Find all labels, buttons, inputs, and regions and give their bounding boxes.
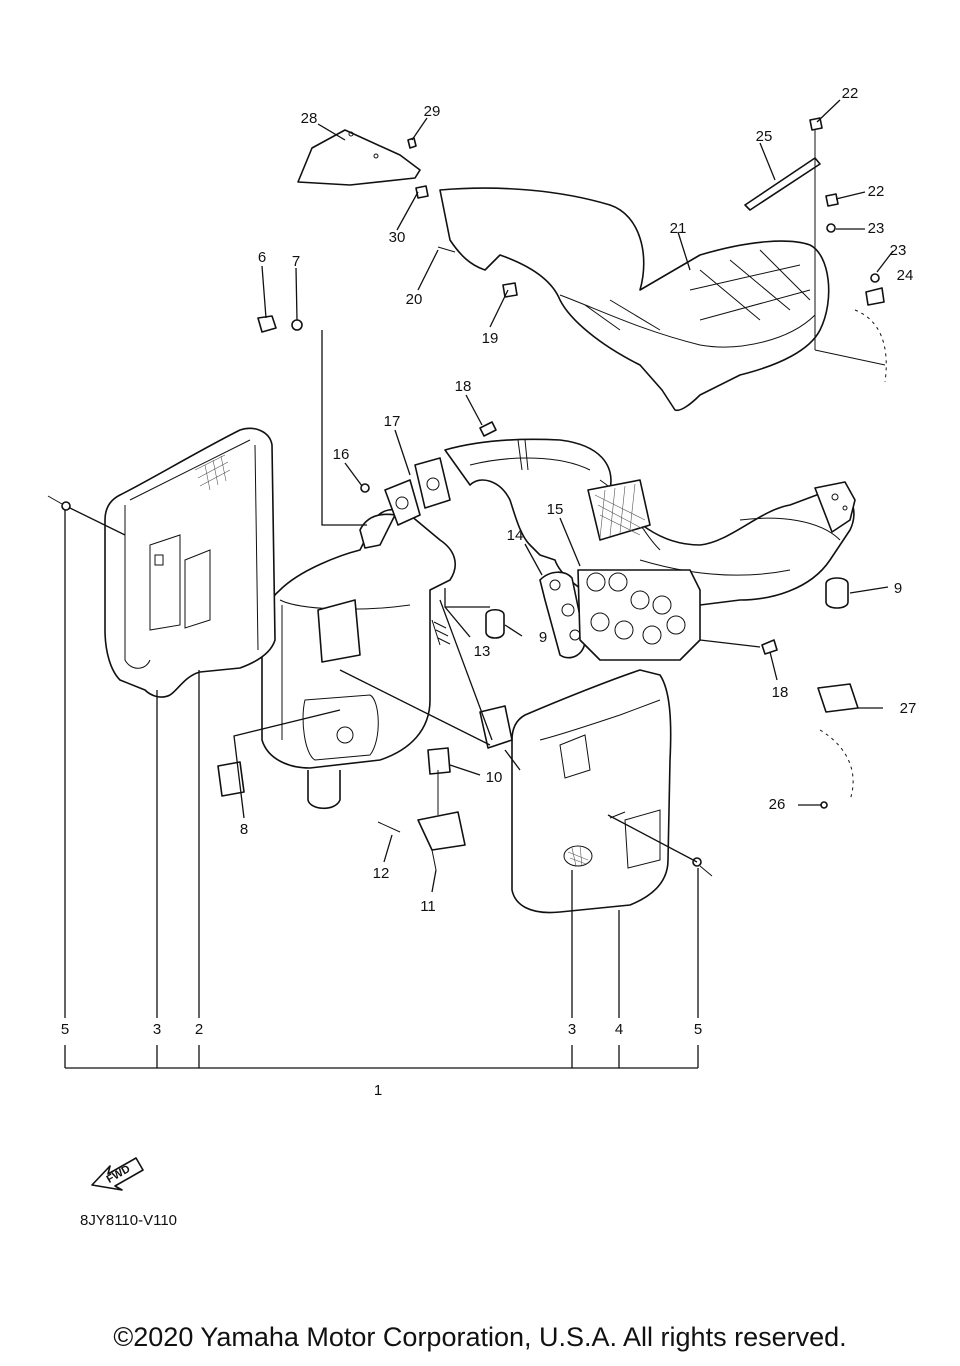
callout-17: 17 [384, 413, 401, 430]
callout-8: 8 [240, 821, 248, 838]
callout-23-mid: 23 [868, 220, 885, 237]
callout-26: 26 [769, 796, 786, 813]
part-heat-shield-upper [297, 129, 830, 412]
part-muffler-cover-right [511, 669, 672, 914]
fwd-direction-arrow: FWD [91, 1157, 144, 1191]
callout-21: 21 [670, 220, 687, 237]
callout-5-left: 5 [61, 1021, 69, 1038]
part-muffler-cover-left [104, 427, 276, 698]
callout-13: 13 [474, 643, 491, 660]
callout-30: 30 [389, 229, 406, 246]
callout-24: 24 [897, 267, 914, 284]
callout-14: 14 [507, 527, 524, 544]
callout-2: 2 [195, 1021, 203, 1038]
callout-6: 6 [258, 249, 266, 266]
callout-3-right: 3 [568, 1021, 576, 1038]
callout-labels: 1 2 3 3 4 5 5 6 7 8 9 9 10 11 12 13 14 1… [61, 85, 917, 1099]
callout-20: 20 [406, 291, 423, 308]
callout-29: 29 [424, 103, 441, 120]
callout-15: 15 [547, 501, 564, 518]
callout-19: 19 [482, 330, 499, 347]
callout-22-top: 22 [842, 85, 859, 102]
callout-27: 27 [900, 700, 917, 717]
callout-1: 1 [374, 1082, 382, 1099]
leader-lines [64, 99, 894, 1069]
callout-11: 11 [420, 898, 436, 915]
callout-28: 28 [301, 110, 318, 127]
callout-9-right: 9 [894, 580, 902, 597]
callout-4: 4 [615, 1021, 623, 1038]
part-gasket-15 [577, 569, 701, 661]
hardware-items [47, 117, 885, 877]
callout-10: 10 [486, 769, 503, 786]
copyright-notice: ©2020 Yamaha Motor Corporation, U.S.A. A… [113, 1322, 847, 1352]
callout-22-mid: 22 [868, 183, 885, 200]
callout-9-center: 9 [539, 629, 547, 646]
part-muffler [261, 508, 456, 810]
callout-23-right: 23 [890, 242, 907, 259]
callout-25: 25 [756, 128, 773, 145]
part-exhaust-manifold [444, 438, 856, 606]
callout-18-top: 18 [455, 378, 472, 395]
callout-16: 16 [333, 446, 350, 463]
callout-18-right: 18 [772, 684, 789, 701]
callout-7: 7 [292, 253, 300, 270]
diagram-code: 8JY8110-V110 [80, 1212, 178, 1229]
routing-lines [814, 130, 887, 801]
callout-3-left: 3 [153, 1021, 161, 1038]
callout-5-right: 5 [694, 1021, 702, 1038]
callout-12: 12 [373, 865, 390, 882]
